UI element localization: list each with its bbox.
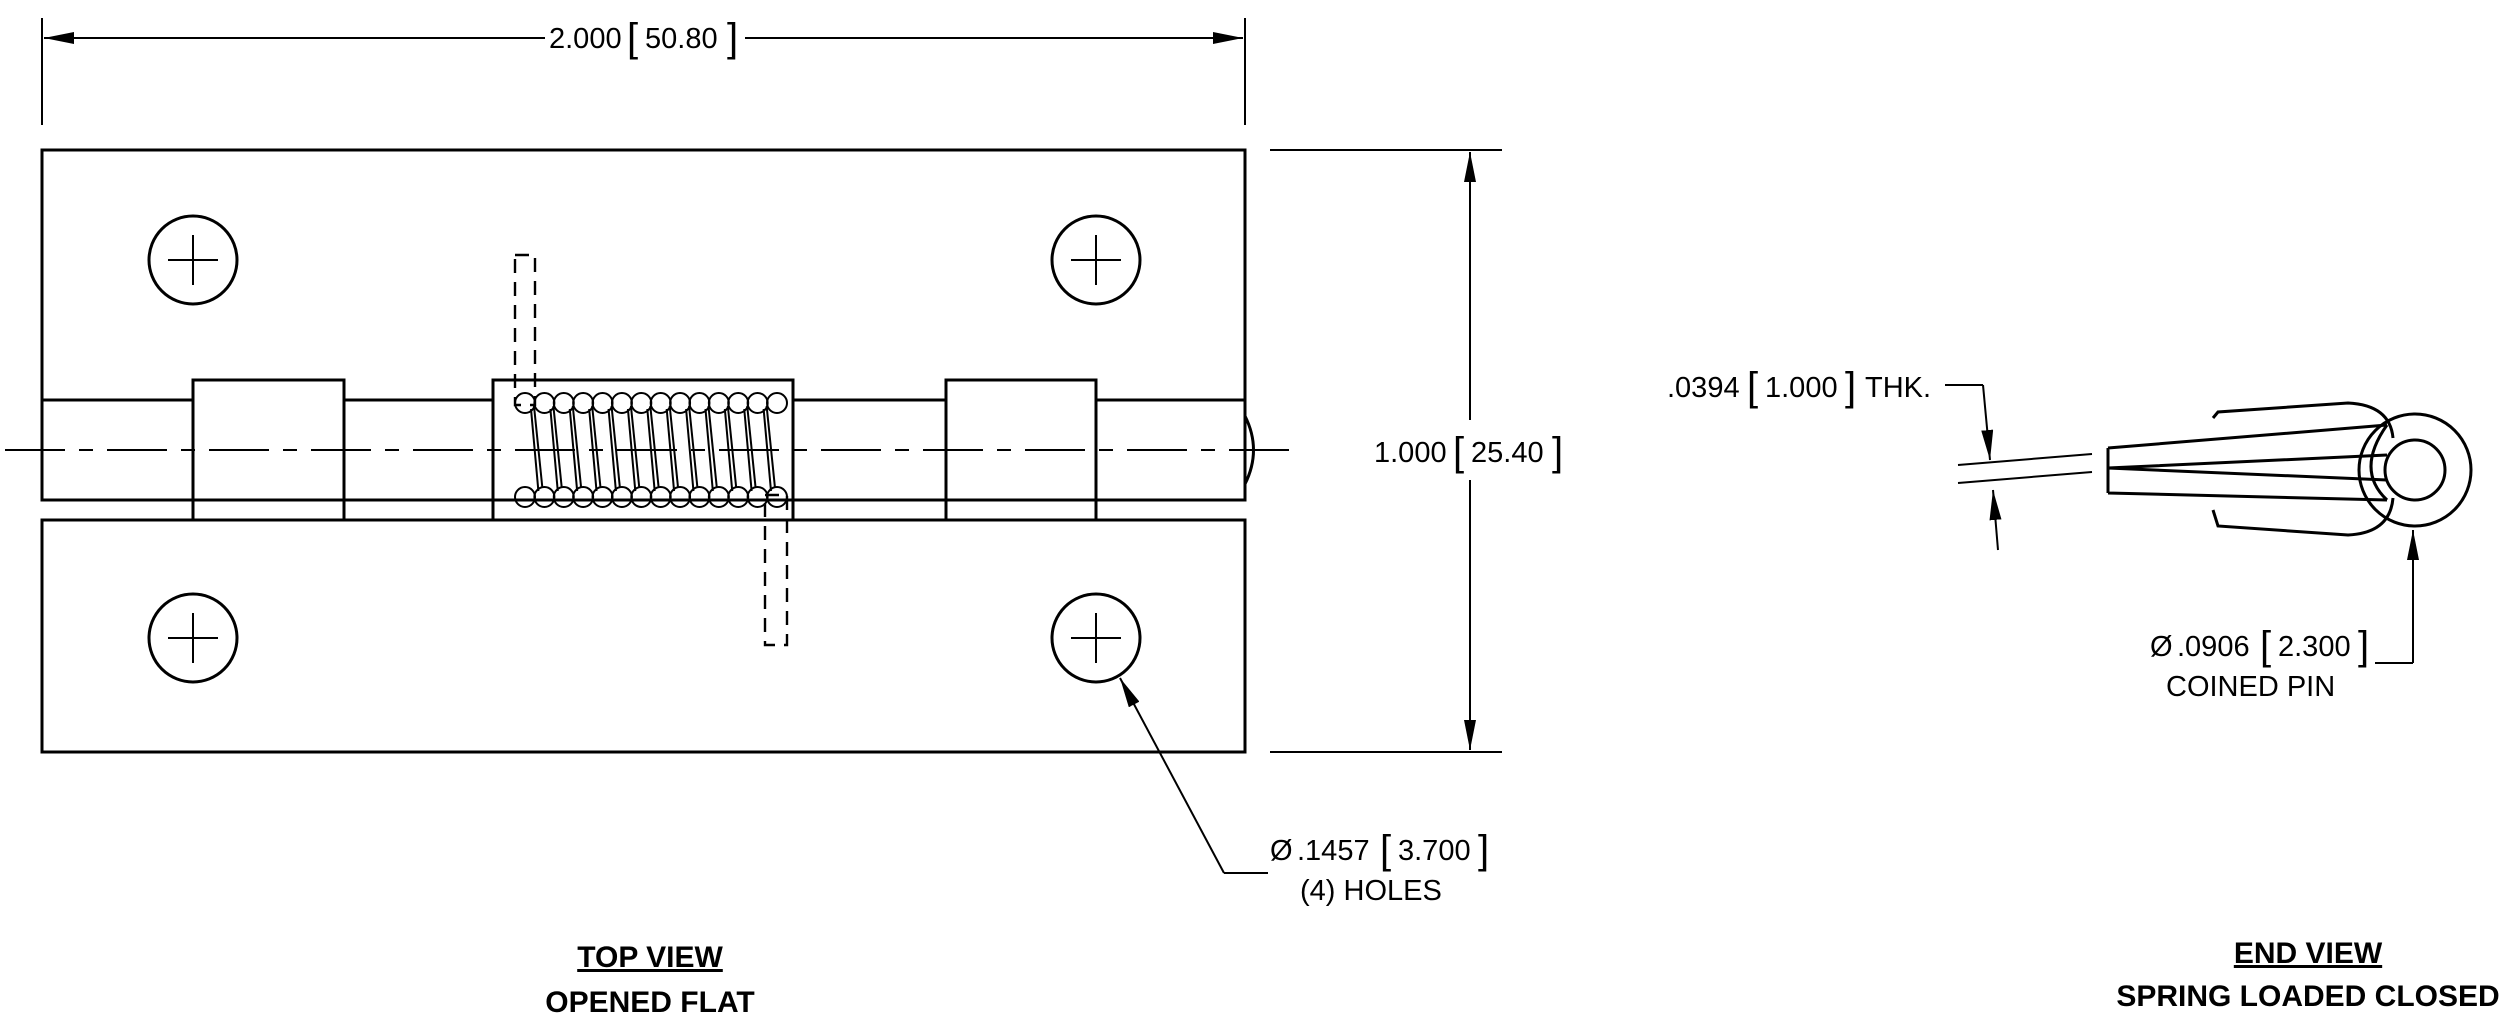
bracket-close: ]: [1845, 365, 1856, 409]
thickness-inch: .0394: [1667, 372, 1740, 404]
spring-coil-end: [649, 486, 672, 508]
diameter-symbol: Ø: [2150, 631, 2173, 663]
height-dimension: 1.000 [ 25.40 ]: [1270, 149, 1563, 753]
coined-pin: [2383, 438, 2447, 502]
hole-inch: .1457: [1297, 835, 1370, 867]
thickness-dimension: .0394 [ 1.000 ] THK.: [1667, 365, 2093, 551]
bracket-close: ]: [1552, 430, 1563, 474]
bracket-close: ]: [1478, 828, 1489, 872]
spring-coil-end: [766, 392, 788, 414]
thickness-suffix: THK.: [1865, 372, 1931, 404]
pin-callout: Ø .0906 [ 2.300 ] COINED PIN: [2150, 530, 2419, 703]
spring-wire: [704, 408, 714, 492]
torsion-spring: [514, 392, 788, 508]
thickness-mm: 1.000: [1765, 372, 1838, 404]
leaf-wrap-curve: [2369, 424, 2389, 502]
spring-wire: [607, 408, 617, 492]
spring-coil-end: [630, 486, 653, 508]
spring-wire: [685, 408, 695, 492]
spring-wire: [746, 405, 757, 489]
diameter-symbol: Ø: [1270, 835, 1293, 867]
spring-wire: [688, 405, 699, 489]
pin-inch: .0906: [2177, 631, 2250, 663]
spring-coil-end: [514, 486, 536, 508]
lower-leaf-outline: [40, 498, 1247, 754]
height-mm: 25.40: [1471, 437, 1544, 469]
spring-wire: [668, 405, 680, 489]
top-view: [5, 148, 1300, 754]
spring-coil-end: [669, 486, 692, 508]
width-mm: 50.80: [645, 23, 718, 55]
pin-note: COINED PIN: [2166, 671, 2335, 703]
hole-mm: 3.700: [1398, 835, 1471, 867]
bracket-open: [: [627, 16, 638, 60]
spring-coil-end: [766, 486, 788, 508]
height-inch: 1.000: [1374, 437, 1447, 469]
upper-leaf-outline: [40, 148, 1247, 402]
hole-note: (4) HOLES: [1300, 875, 1442, 907]
pin-mm: 2.300: [2278, 631, 2351, 663]
spring-wire: [571, 405, 583, 489]
bracket-close: ]: [727, 16, 738, 60]
spring-coil-end: [533, 486, 556, 508]
spring-coil-end: [746, 486, 769, 508]
spring-wire: [533, 405, 544, 489]
mounting-hole: [147, 592, 239, 684]
end-view-leaf-upper: [2106, 423, 2388, 470]
bracket-open: [: [1380, 828, 1391, 872]
spring-coil-end: [688, 486, 711, 508]
outer-knuckle-wrap: [2211, 401, 2395, 439]
spring-wire: [726, 405, 738, 489]
spring-wire: [552, 405, 563, 489]
spring-coil-end: [727, 486, 750, 508]
mounting-hole: [1050, 592, 1142, 684]
spring-coil-end: [610, 486, 633, 508]
spring-coil-end: [591, 486, 614, 508]
mounting-hole: [1050, 214, 1142, 306]
end-view: [2106, 401, 2473, 537]
bracket-close: ]: [2358, 624, 2369, 668]
width-inch: 2.000: [549, 23, 622, 55]
spring-wire: [649, 405, 660, 489]
spring-wire: [591, 405, 602, 489]
top-view-title: TOP VIEW: [577, 941, 723, 974]
spring-leg-hidden: [763, 493, 789, 647]
end-view-leaf-lower: [2106, 466, 2388, 502]
bracket-open: [: [2260, 624, 2271, 668]
spring-leg-hidden: [513, 253, 537, 407]
outer-knuckle-wrap: [2211, 497, 2395, 537]
end-view-subtitle: SPRING LOADED CLOSED: [2116, 980, 2499, 1013]
spring-wire: [765, 405, 776, 489]
spring-wire: [629, 405, 641, 489]
hole-callout: Ø .1457 [ 3.700 ] (4) HOLES: [1119, 677, 1489, 907]
mounting-hole: [147, 214, 239, 306]
end-view-title: END VIEW: [2234, 937, 2383, 970]
spring-coil-end: [572, 486, 595, 508]
top-view-subtitle: OPENED FLAT: [545, 986, 754, 1019]
bracket-open: [: [1453, 430, 1464, 474]
bracket-open: [: [1747, 365, 1758, 409]
knuckle-outer: [2357, 412, 2473, 528]
spring-wire: [610, 405, 621, 489]
spring-wire: [707, 405, 718, 489]
spring-coil-end: [707, 486, 730, 508]
width-dimension: 2.000 [ 50.80 ]: [41, 16, 1246, 125]
spring-coil-end: [552, 486, 575, 508]
